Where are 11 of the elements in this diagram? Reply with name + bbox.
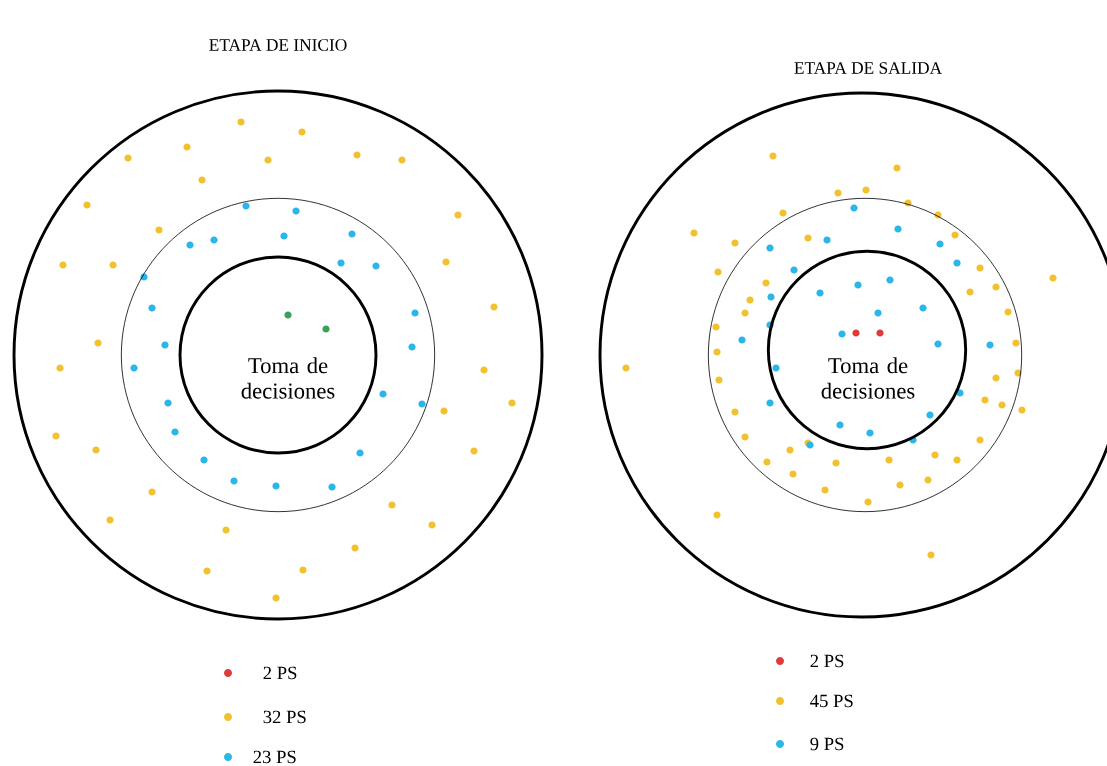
stage-title: ETAPA DE INICIO [209, 39, 347, 51]
legend-label: 2 PS [263, 666, 297, 680]
stage-title: ETAPA DE SALIDA [794, 62, 942, 74]
legend-label: 2 PS [810, 654, 844, 668]
legend-label: 9 PS [810, 737, 844, 751]
legend-label: 23 PS [253, 750, 296, 764]
legend-label: 45 PS [810, 694, 853, 708]
ring-circle [707, 197, 1023, 513]
legend-label: 32 PS [263, 710, 306, 724]
ring-circle [12, 89, 544, 621]
ring-circle [120, 197, 436, 513]
